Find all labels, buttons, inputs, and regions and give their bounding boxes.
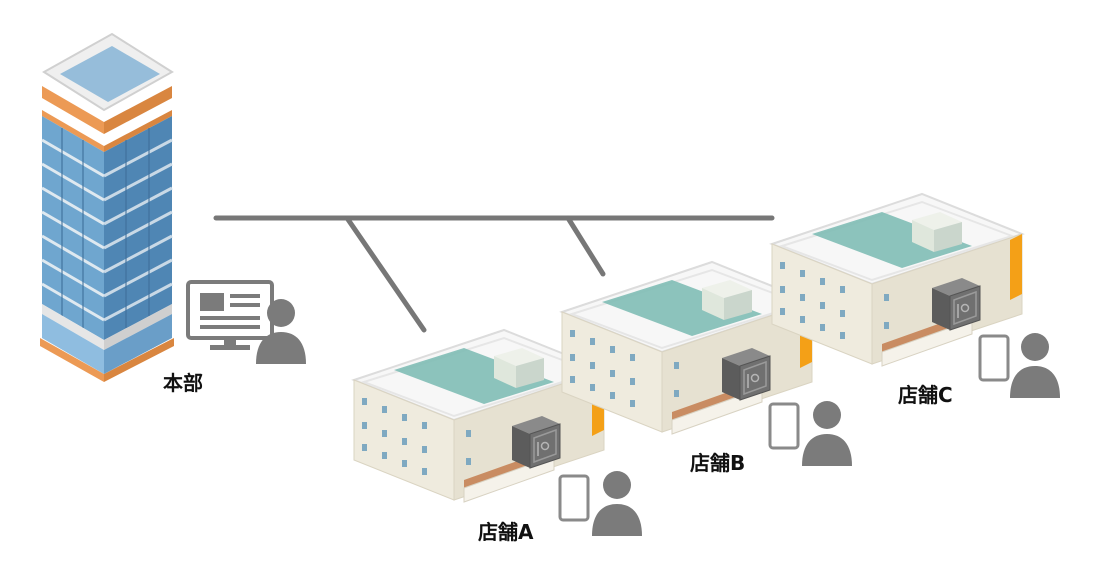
store-b-person-icon [802, 401, 852, 466]
hq-person-icon [256, 299, 306, 364]
branch-line-store-b [565, 215, 606, 277]
store-a-label: 店舗A [478, 520, 534, 544]
store-b-safe-icon [721, 347, 771, 401]
hq-label: 本部 [163, 371, 203, 395]
computer-monitor-icon [186, 280, 274, 350]
store-a-tablet-icon [558, 474, 590, 522]
store-a-safe-icon [511, 415, 561, 469]
store-c-safe-icon [931, 277, 981, 331]
store-b-tablet-icon [768, 402, 800, 450]
store-c-tablet-icon [978, 334, 1010, 382]
store-c-person-icon [1010, 333, 1060, 398]
branch-line-store-a [344, 215, 427, 333]
network-lines [213, 215, 775, 333]
store-b-label: 店舗B [690, 451, 746, 475]
store-a-person-icon [592, 471, 642, 536]
store-c-label: 店舗C [898, 383, 953, 407]
office-tower-icon [40, 32, 174, 382]
